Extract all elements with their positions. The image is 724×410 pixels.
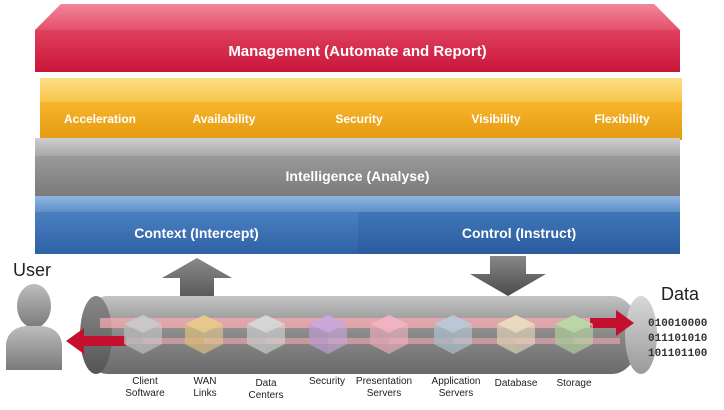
management-layer-top [35,4,680,30]
binary-line: 101101100 [648,348,707,360]
intelligence-layer-top [35,138,680,156]
pipeline-label: Presentation Servers [344,376,424,400]
capability-label: Visibility [471,112,520,126]
traffic-flow-band [100,318,620,328]
binary-line: 011101010 [648,333,707,345]
context-layer: Context (Intercept) [35,212,358,254]
data-label: Data [661,284,699,305]
user-icon [4,282,74,370]
capability-acceleration: Acceleration [40,78,160,140]
return-flow-arrow-icon [66,328,126,354]
traffic-flow-band [100,338,620,344]
pipeline-cube [183,313,225,355]
data-flow-arrow-icon [590,310,634,336]
pipeline-cube [307,313,349,355]
capability-security: Security [288,78,430,140]
intelligence-layer: Intelligence (Analyse) [35,156,680,196]
capability-label: Flexibility [594,112,649,126]
user-label: User [13,260,51,281]
pipeline-cube [432,313,474,355]
pipeline-cube [368,313,410,355]
instruct-arrow-icon [470,256,546,296]
intercept-arrow-icon [162,258,232,300]
pipeline-label: Storage [534,378,614,390]
capability-flexibility: Flexibility [562,78,682,140]
binary-line: 010010000 [648,318,707,330]
pipeline-cube [495,313,537,355]
pipeline-cube [245,313,287,355]
pipeline-cube [553,313,595,355]
capability-label: Security [335,112,382,126]
pipeline-cube [122,313,164,355]
control-layer: Control (Instruct) [358,212,680,254]
context-control-layer-top [35,196,680,212]
capability-label: Availability [193,112,256,126]
capability-visibility: Visibility [430,78,562,140]
management-layer: Management (Automate and Report) [35,30,680,72]
capability-label: Acceleration [64,112,136,126]
capability-availability: Availability [160,78,288,140]
